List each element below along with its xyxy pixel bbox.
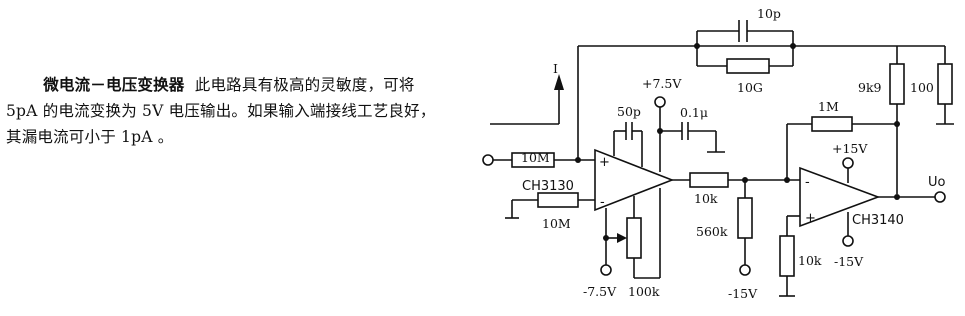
potentiometer-offset-100k: [626, 217, 642, 259]
label-c-feedback: 10p: [757, 6, 781, 21]
label-supply-neg-shunt: -15V: [728, 286, 758, 301]
resistor-gain-1m: [811, 116, 853, 132]
label-r-series: 10k: [694, 191, 718, 206]
current-arrow: [490, 74, 564, 125]
opamp1-minus: -: [600, 195, 605, 210]
resistor-shunt-560k: [737, 197, 753, 239]
label-r-divider-top: 9k9: [858, 80, 882, 95]
label-supply-neg2: -15V: [834, 254, 864, 269]
label-output: Uo: [928, 175, 946, 190]
input-terminal: [482, 154, 494, 166]
label-c-bypass: 0.1μ: [680, 105, 708, 120]
label-r-ground: 10M: [542, 216, 571, 231]
resistor-ground-10m: [537, 192, 579, 208]
circuit-description: 微电流－电压变换器 此电路具有极高的灵敏度，可将 5pA 的电流变换为 5V 电…: [6, 72, 446, 150]
label-r-input: 10M: [521, 150, 550, 165]
label-opamp1: CH3130: [522, 179, 574, 194]
description-body: 此电路具有极高的灵敏度，可将 5pA 的电流变换为 5V 电压输出。如果输入端接…: [6, 76, 436, 146]
description-heading: 微电流－电压变换器: [43, 75, 185, 94]
opamp2-plus: +: [805, 211, 816, 226]
resistor-feedback-10g: [726, 58, 770, 74]
resistor-bias-10k: [779, 235, 795, 277]
label-supply-neg1: -7.5V: [583, 284, 617, 299]
label-opamp2: CH3140: [852, 213, 904, 228]
resistor-series-10k: [689, 172, 729, 188]
label-r-bias: 10k: [798, 253, 822, 268]
circuit-schematic: I 10p 10G 9k9 100 + - CH3130 10M 10M 50p: [482, 6, 954, 301]
opamp-ch3140: [799, 166, 881, 228]
label-r-shunt: 560k: [696, 224, 728, 239]
label-r-divider-bottom: 100: [910, 80, 934, 95]
label-supply-pos1: +7.5V: [642, 76, 682, 91]
label-r-offset: 100k: [628, 284, 660, 299]
label-c-comp: 50p: [617, 104, 641, 119]
opamp1-plus: +: [599, 155, 610, 170]
label-r-gain: 1M: [818, 99, 839, 114]
label-r-feedback: 10G: [737, 80, 763, 95]
current-label: I: [553, 61, 558, 76]
opamp-ch3130: [594, 148, 675, 212]
opamp2-minus: -: [805, 175, 810, 190]
label-supply-pos2: +15V: [832, 141, 868, 156]
resistor-divider-100: [937, 63, 953, 105]
resistor-divider-9k9: [889, 63, 905, 105]
